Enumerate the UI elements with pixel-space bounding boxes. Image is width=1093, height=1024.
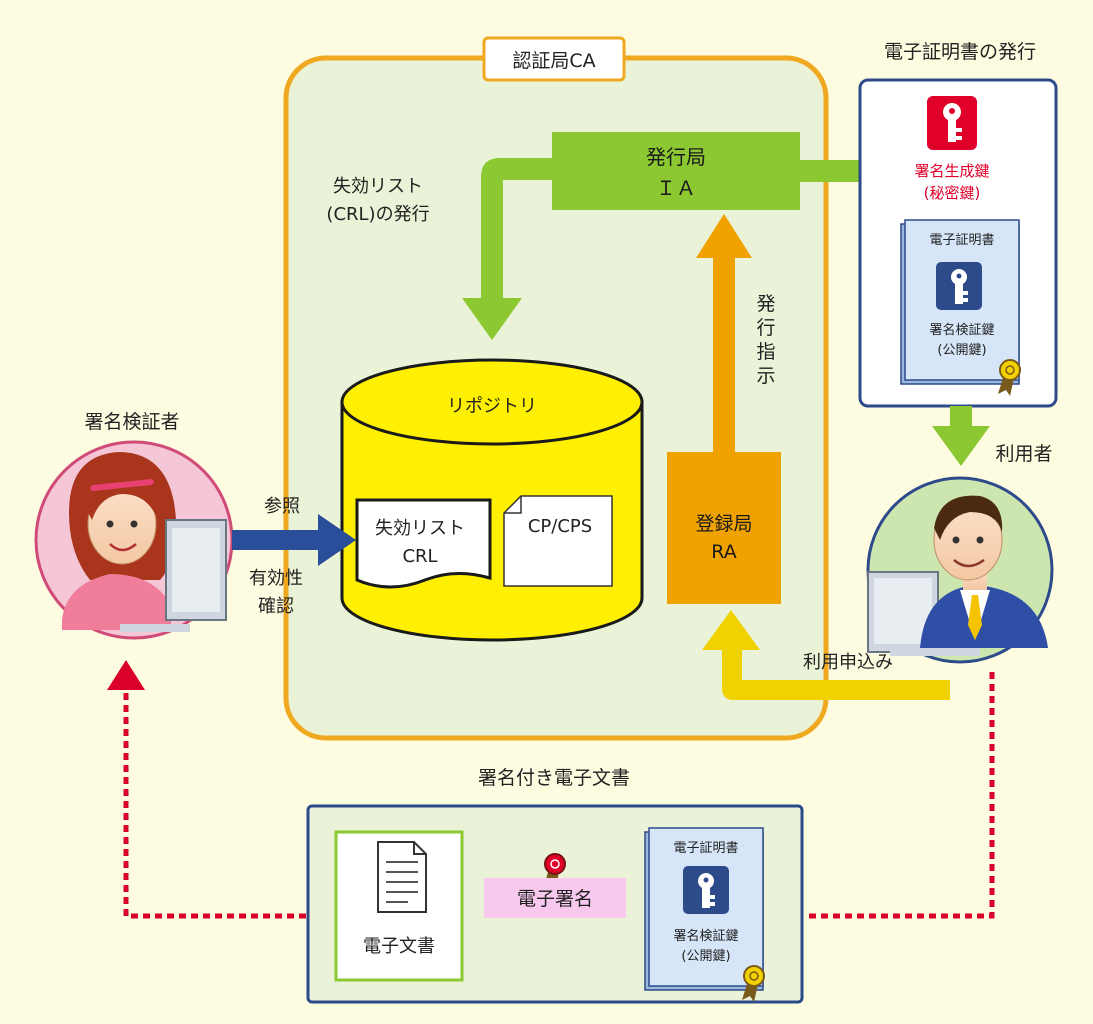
- crl-issue-arrow: [462, 158, 552, 340]
- ca-title-box: [482, 36, 626, 82]
- user-avatar: [866, 476, 1054, 664]
- issue-instruction-char: 発: [756, 293, 775, 315]
- certificate-title: 電子証明書: [929, 233, 994, 248]
- crl-document-label-sub: CRL: [402, 546, 437, 567]
- user-to-signed-doc-line: [804, 672, 995, 919]
- certificate-title: 電子証明書: [673, 841, 738, 856]
- seal-icon: [998, 359, 1021, 396]
- private-key-label: 署名生成鍵: [914, 162, 989, 180]
- key-hole: [703, 877, 709, 883]
- refer-arrow: [232, 514, 356, 566]
- seal-icon: [742, 965, 765, 1002]
- ra-label-sub: RA: [711, 541, 736, 563]
- crl-issue-label: 失効リスト: [333, 176, 423, 197]
- repository: リポジトリ 失効リスト CRL CP/CPS: [340, 358, 644, 642]
- ia-box: [552, 132, 800, 210]
- validity-check-label-sub: 確認: [258, 596, 294, 617]
- signed-doc-to-verifier-line: [123, 686, 306, 919]
- public-key-label: 署名検証鍵: [673, 928, 738, 944]
- crl-document: [355, 498, 492, 589]
- signature-box: [484, 878, 626, 918]
- crl-issue-label-sub: (CRL)の発行: [326, 204, 429, 225]
- ra-label: 登録局: [695, 513, 752, 535]
- ia-label: 発行局: [646, 145, 706, 169]
- signature-label: 電子署名: [517, 888, 593, 910]
- issue-instruction-char: 行: [756, 317, 775, 339]
- verifier-avatar: [34, 440, 234, 640]
- issue-instruction-char: 示: [756, 365, 775, 387]
- user-label: 利用者: [995, 443, 1052, 465]
- crl-document-label: 失効リスト: [375, 518, 465, 539]
- repository-top: [340, 358, 644, 446]
- apply-label: 利用申込み: [803, 652, 893, 673]
- private-key-label-sub: (秘密鍵): [924, 184, 981, 202]
- issue-instruction-arrow: [696, 214, 752, 452]
- public-key-label: 署名検証鍵: [929, 322, 994, 338]
- cps-document-label: CP/CPS: [528, 516, 592, 537]
- verifier-label: 署名検証者: [84, 411, 179, 433]
- cps-document: [503, 495, 613, 587]
- verifier-arrowhead: [107, 660, 145, 690]
- refer-label: 参照: [264, 496, 300, 517]
- issuance-title: 電子証明書の発行: [884, 41, 1036, 63]
- key-hole: [949, 108, 955, 114]
- validity-check-label: 有効性: [249, 568, 303, 589]
- apply-arrow: [702, 610, 950, 700]
- key-hole: [956, 273, 962, 279]
- repository-title: リポジトリ: [447, 396, 537, 417]
- document-icon: [377, 841, 427, 913]
- ia-label-sub: ＩＡ: [656, 176, 696, 200]
- public-key-label-sub: (公開鍵): [681, 948, 730, 964]
- signed-doc-title: 署名付き電子文書: [478, 767, 630, 789]
- issuance-to-user-arrow: [932, 406, 990, 466]
- public-key-label-sub: (公開鍵): [937, 342, 986, 358]
- cps-document-fold: [504, 496, 522, 514]
- issue-instruction-char: 指: [756, 341, 775, 363]
- ia-to-issuance-connector: [800, 160, 862, 182]
- document-label: 電子文書: [363, 936, 435, 957]
- ra-box: [667, 452, 781, 604]
- ca-title: 認証局CA: [512, 50, 595, 72]
